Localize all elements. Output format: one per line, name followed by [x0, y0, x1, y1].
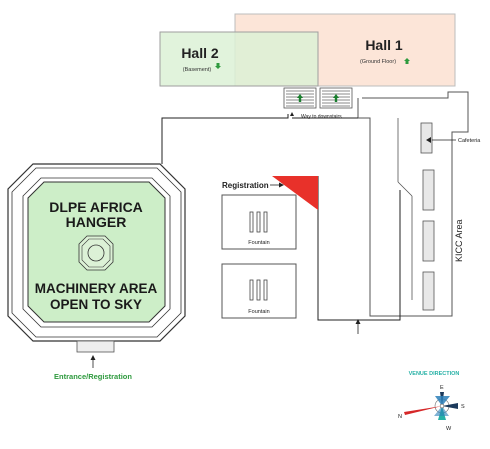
up-arrow-icon	[90, 355, 96, 360]
downstairs-label: Way to downstairs	[301, 114, 342, 120]
dlpe-africa-hanger[interactable]: DLPE AFRICA HANGER MACHINERY AREA OPEN T…	[7, 163, 186, 342]
left-arrow-icon	[426, 137, 431, 143]
walkway-path	[161, 114, 289, 164]
hall-2[interactable]: Hall 2 (Basement)	[159, 31, 319, 87]
compass-s-label: S	[461, 404, 465, 410]
entrance-label: Entrance/Registration	[54, 372, 132, 381]
fountain-label: Fountain	[248, 240, 269, 246]
kicc-booth[interactable]	[422, 271, 435, 311]
hall-1-subtitle: (Ground Floor)	[360, 59, 396, 65]
compass-n-label: N	[398, 414, 402, 420]
registration-label: Registration	[222, 181, 269, 190]
walkway-path	[317, 176, 401, 321]
compass-e-label: E	[440, 385, 444, 391]
stairs-right[interactable]	[319, 87, 353, 109]
small-up-arrow-icon	[290, 112, 294, 116]
kicc-booth[interactable]	[422, 220, 435, 262]
stairs-up-arrow-icon	[297, 94, 303, 102]
stairs-up-arrow-icon	[333, 94, 339, 102]
fountain-bottom[interactable]: Fountain	[221, 263, 297, 319]
down-arrow-icon	[215, 63, 221, 69]
compass-rose: E S W N	[398, 385, 465, 432]
hall-1-title: Hall 1	[365, 37, 403, 53]
hall-2-subtitle: (Basement)	[183, 67, 212, 73]
kicc-building-outline	[357, 91, 469, 317]
up-arrow-icon	[404, 58, 410, 64]
registration-desk[interactable]	[272, 176, 318, 210]
kicc-area-label: KICC Area	[454, 219, 464, 262]
fountain-top[interactable]: Fountain	[221, 194, 297, 250]
fountain-label: Fountain	[248, 309, 269, 315]
entrance-gate[interactable]	[76, 340, 115, 353]
hanger-center-emblem	[78, 235, 114, 271]
up-arrow-icon	[355, 319, 361, 324]
right-arrow-icon	[279, 182, 284, 188]
hanger-title-line2: HANGER	[66, 214, 127, 230]
venue-direction-label: VENUE DIRECTION	[409, 371, 460, 377]
compass-w-label: W	[446, 426, 452, 432]
kicc-booth[interactable]	[422, 169, 435, 211]
cafeteria-booth[interactable]	[420, 122, 433, 154]
cafeteria-label: Cafeteria	[458, 138, 481, 144]
hanger-title-line3: MACHINERY AREA	[35, 281, 158, 296]
stairs-left[interactable]	[283, 87, 317, 109]
hanger-title-line1: DLPE AFRICA	[49, 199, 143, 215]
hall-2-title: Hall 2	[181, 45, 219, 61]
hanger-title-line4: OPEN TO SKY	[50, 297, 142, 312]
